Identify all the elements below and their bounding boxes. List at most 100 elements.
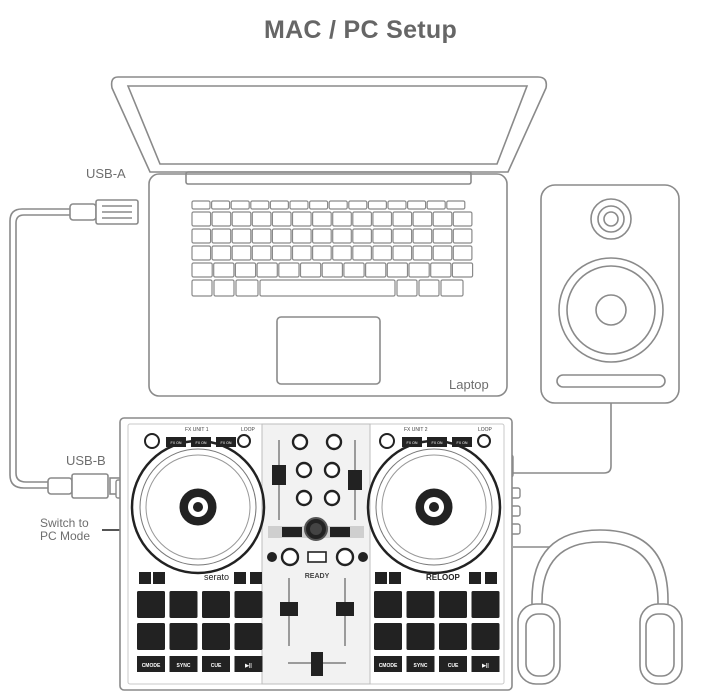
deck-button[interactable] (139, 572, 151, 584)
performance-pad[interactable] (406, 623, 435, 650)
keyboard-key (332, 211, 352, 227)
mixer-knob[interactable] (295, 461, 313, 479)
performance-pad[interactable] (234, 623, 263, 650)
keyboard-key (278, 262, 300, 278)
fx-unit-2-label: FX UNIT 2 (404, 427, 428, 433)
keyboard-key (392, 228, 413, 244)
speaker-cabinet (540, 184, 680, 404)
fx-on-button-label: FX ON (432, 441, 443, 445)
speaker-tweeter (590, 198, 632, 240)
transport-button[interactable] (406, 656, 435, 672)
performance-pad[interactable] (471, 623, 500, 650)
performance-pad[interactable] (439, 591, 467, 618)
fx-on-button[interactable] (427, 437, 447, 447)
deck-button[interactable] (234, 572, 246, 584)
jog-wheel-left (130, 439, 266, 575)
keyboard-key (312, 245, 332, 261)
keyboard-key (211, 245, 232, 261)
fx-knob-right (379, 433, 395, 449)
usb-a-plug (69, 199, 139, 225)
keyboard-key (352, 228, 372, 244)
keyboard-key (446, 200, 466, 210)
loop-label-left: LOOP (241, 427, 256, 433)
mixer-knob[interactable] (325, 433, 343, 451)
keyboard-key (191, 245, 212, 261)
keyboard-key (386, 262, 409, 278)
performance-pad[interactable] (169, 623, 198, 650)
crossfader (311, 652, 323, 676)
transport-button[interactable] (137, 656, 165, 672)
performance-pad[interactable] (137, 623, 165, 650)
usb-b-plug (47, 473, 123, 499)
keyboard-key (312, 211, 332, 227)
performance-pad[interactable] (374, 591, 402, 618)
performance-pad[interactable] (202, 623, 230, 650)
keyboard-key (412, 245, 433, 261)
keyboard-key (372, 228, 393, 244)
keyboard-key (365, 262, 387, 278)
fx-on-button[interactable] (166, 437, 186, 447)
performance-pad[interactable] (169, 591, 198, 618)
transport-button[interactable] (169, 656, 198, 672)
keyboard-key (271, 245, 292, 261)
fx-on-button[interactable] (452, 437, 472, 447)
keyboard-key (231, 245, 252, 261)
keyboard-key (328, 200, 348, 210)
fx-on-button[interactable] (216, 437, 236, 447)
keyboard-key (251, 228, 272, 244)
keyboard-key (348, 200, 368, 210)
performance-pad[interactable] (374, 623, 402, 650)
usb-b-label: USB-B (66, 453, 106, 468)
performance-pad[interactable] (471, 591, 500, 618)
mixer-knob[interactable] (291, 433, 309, 451)
keyboard-key (392, 245, 413, 261)
transport-button[interactable] (234, 656, 263, 672)
fx-on-button[interactable] (191, 437, 211, 447)
mixer-knob[interactable] (323, 489, 341, 507)
keyboard-key (259, 279, 396, 297)
mixer-knob[interactable] (323, 461, 341, 479)
laptop (110, 76, 548, 397)
transport-button[interactable] (471, 656, 500, 672)
performance-pad[interactable] (234, 591, 263, 618)
headphones (517, 529, 683, 685)
keyboard-key (234, 262, 257, 278)
speaker (540, 184, 680, 404)
transport-button-label: CUE (211, 663, 222, 669)
fx-on-button-label: FX ON (196, 441, 207, 445)
mixer-knob[interactable] (295, 489, 313, 507)
keyboard-key (191, 228, 212, 244)
deck-button[interactable] (485, 572, 497, 584)
deck-button[interactable] (153, 572, 165, 584)
transport-button[interactable] (374, 656, 402, 672)
performance-pad[interactable] (137, 591, 165, 618)
loop-knob-left (237, 434, 251, 448)
performance-pad[interactable] (202, 591, 230, 618)
performance-pad[interactable] (406, 591, 435, 618)
keyboard-key (213, 262, 235, 278)
deck-button[interactable] (469, 572, 481, 584)
keyboard-key (396, 279, 418, 297)
keyboard-key (352, 245, 372, 261)
deck-button[interactable] (250, 572, 262, 584)
headphone-left-cup (517, 603, 561, 685)
transport-button-label: SYNC (414, 663, 428, 669)
keyboard-key (432, 228, 453, 244)
keyboard-key (291, 245, 312, 261)
channel-fader-left-top (272, 465, 286, 485)
performance-pad[interactable] (439, 623, 467, 650)
fx-unit-1-label: FX UNIT 1 (185, 427, 209, 433)
deck-button[interactable] (375, 572, 387, 584)
fx-on-button[interactable] (402, 437, 422, 447)
fx-on-button-label: FX ON (407, 441, 418, 445)
keyboard-key (352, 211, 372, 227)
deck-button[interactable] (389, 572, 401, 584)
keyboard-key (426, 200, 446, 210)
keyboard-key (250, 200, 270, 210)
transport-button-label: ▶|| (481, 663, 489, 669)
keyboard-key (211, 200, 231, 210)
transport-button[interactable] (202, 656, 230, 672)
transport-button[interactable] (439, 656, 467, 672)
switch-mode-label-line1: Switch to (40, 516, 89, 530)
